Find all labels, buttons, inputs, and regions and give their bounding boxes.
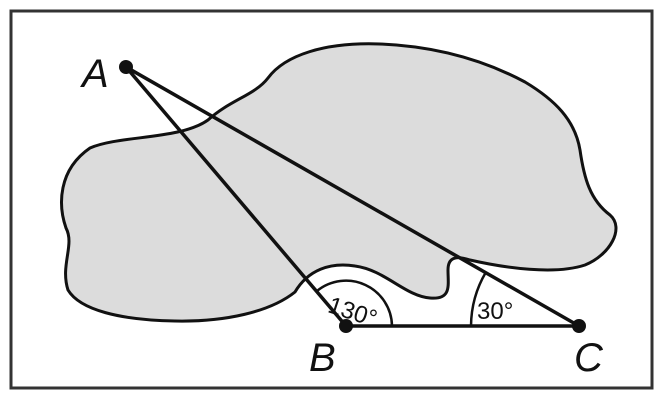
angle-arc-c: [469, 271, 488, 327]
segment-ac: [125, 65, 580, 328]
label-b: B: [309, 336, 336, 380]
vertex-b: [339, 319, 353, 333]
segment-ab: [124, 65, 348, 328]
figure-frame: [9, 9, 654, 390]
obstacle-region: [60, 42, 618, 323]
angle-label-c: 30°: [477, 298, 513, 325]
label-a: A: [80, 52, 109, 96]
vertex-a: [119, 60, 133, 74]
label-c: C: [574, 336, 604, 380]
angle-arc-b: [316, 279, 394, 327]
vertex-c: [572, 319, 586, 333]
